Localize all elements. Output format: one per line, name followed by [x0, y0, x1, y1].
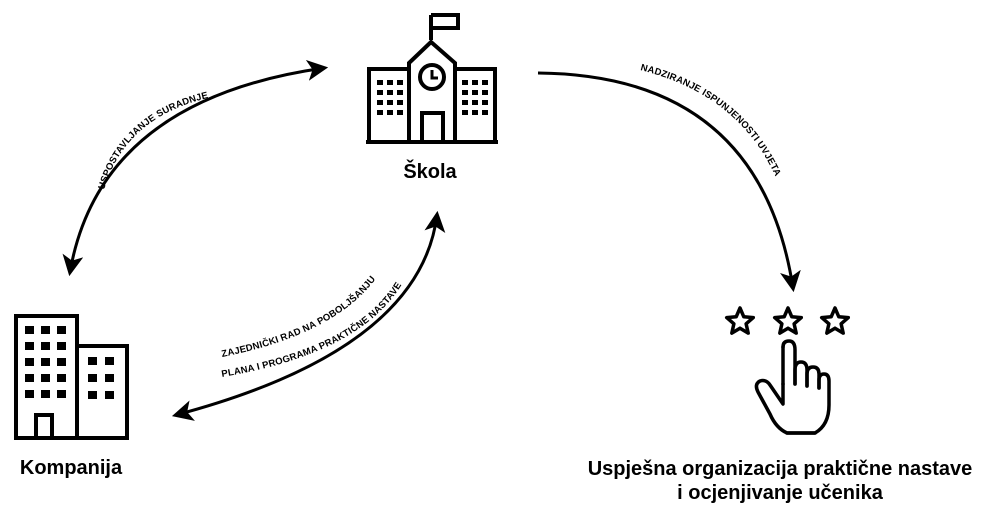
company-windows [25, 326, 114, 399]
school-windows [377, 80, 488, 115]
school-label: Škola [403, 159, 457, 183]
edge-label-zajednicki-line1: ZAJEDNIČKI RAD NA POBOLJŠANJU [221, 274, 379, 360]
outcome-label-line1: Uspješna organizacija praktične nastave [588, 458, 973, 480]
edge-school-outcome-arrow [537, 71, 801, 293]
hand-tapping-icon [754, 339, 831, 435]
edge-company-school-arrow [171, 210, 446, 421]
office-buildings-icon [14, 314, 129, 440]
edge-school-company-arrow [62, 59, 329, 277]
company-label: Kompanija [20, 457, 123, 479]
outcome-label-line2: i ocjenjivanje učenika [677, 482, 884, 504]
three-stars-icon [724, 306, 851, 335]
edge-label-uspostavljanje: USPOSTAVLJANJE SURADNJE [96, 90, 209, 191]
edge-label-nadziranje: NADZIRANJE ISPUNJENOSTI UVJETA [639, 62, 782, 178]
school-building-icon [366, 13, 498, 144]
